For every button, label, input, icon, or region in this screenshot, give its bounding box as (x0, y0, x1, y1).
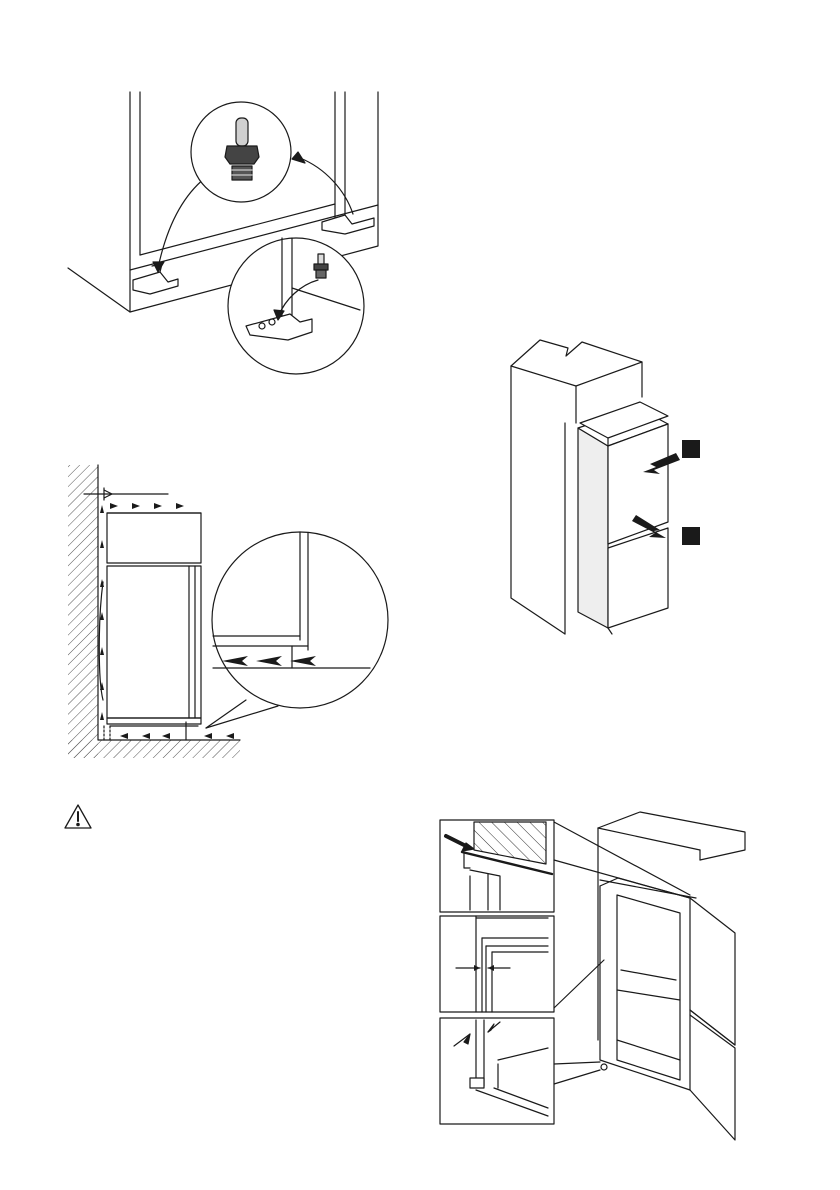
figure-door-alignment (440, 812, 745, 1140)
left-bracket (133, 264, 178, 294)
figure-install-niche (511, 340, 700, 634)
bracket-detail (228, 238, 364, 374)
figure-feet-brackets (68, 92, 378, 374)
detail-hinge (440, 1018, 554, 1124)
detail-door-gap (440, 916, 554, 1012)
figure-ventilation (68, 465, 388, 758)
warning-triangle-icon (65, 805, 91, 828)
